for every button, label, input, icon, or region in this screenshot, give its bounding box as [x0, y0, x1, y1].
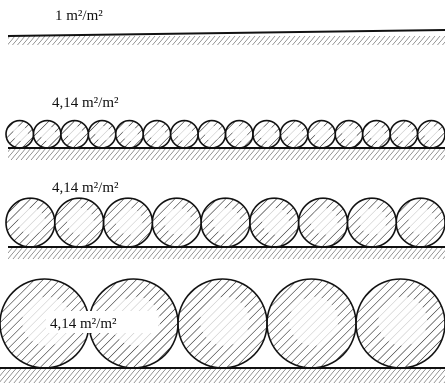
- area-label-2: 4,14 m²/m²: [52, 95, 119, 111]
- surface-line-1: [8, 30, 445, 36]
- sphere-highlight: [397, 126, 412, 141]
- sphere-highlight: [123, 126, 138, 141]
- sphere-highlight: [287, 126, 302, 141]
- sphere-highlight: [370, 126, 385, 141]
- panel-2: 4,14 m²/m²: [6, 95, 445, 160]
- sphere-highlight: [289, 297, 338, 346]
- sphere-highlight: [67, 208, 94, 235]
- circles-3: [6, 198, 445, 247]
- sphere-highlight: [232, 126, 247, 141]
- sphere-highlight: [315, 126, 330, 141]
- ground-hatch-4: [0, 368, 445, 383]
- sphere-highlight: [177, 126, 192, 141]
- sphere-highlight: [68, 126, 83, 141]
- panel-4: 4,14 m²/m²: [0, 279, 445, 383]
- sphere-highlight: [165, 208, 192, 235]
- area-label-4: 4,14 m²/m²: [50, 316, 117, 332]
- sphere-highlight: [13, 126, 28, 141]
- panel-1: 1 m²/m²: [8, 8, 445, 45]
- sphere-highlight: [378, 297, 427, 346]
- sphere-highlight: [40, 126, 55, 141]
- sphere-highlight: [424, 126, 439, 141]
- panel-3: 4,14 m²/m²: [6, 180, 445, 259]
- ground-hatch-3: [8, 247, 445, 259]
- circles-2: [6, 121, 445, 148]
- sphere-highlight: [116, 208, 143, 235]
- sphere-highlight: [342, 126, 357, 141]
- sphere-highlight: [262, 208, 289, 235]
- sphere-highlight: [150, 126, 165, 141]
- sphere-highlight: [200, 297, 249, 346]
- sphere-highlight: [213, 208, 240, 235]
- sphere-highlight: [311, 208, 338, 235]
- ground-hatch-1: [8, 36, 445, 45]
- sphere-highlight: [360, 208, 387, 235]
- sphere-highlight: [95, 126, 110, 141]
- area-label-1: 1 m²/m²: [55, 8, 103, 24]
- sphere-highlight: [408, 208, 435, 235]
- sphere-highlight: [205, 126, 220, 141]
- sphere-highlight: [18, 208, 45, 235]
- ground-hatch-2: [8, 148, 445, 160]
- sphere-highlight: [260, 126, 275, 141]
- area-label-3: 4,14 m²/m²: [52, 180, 119, 196]
